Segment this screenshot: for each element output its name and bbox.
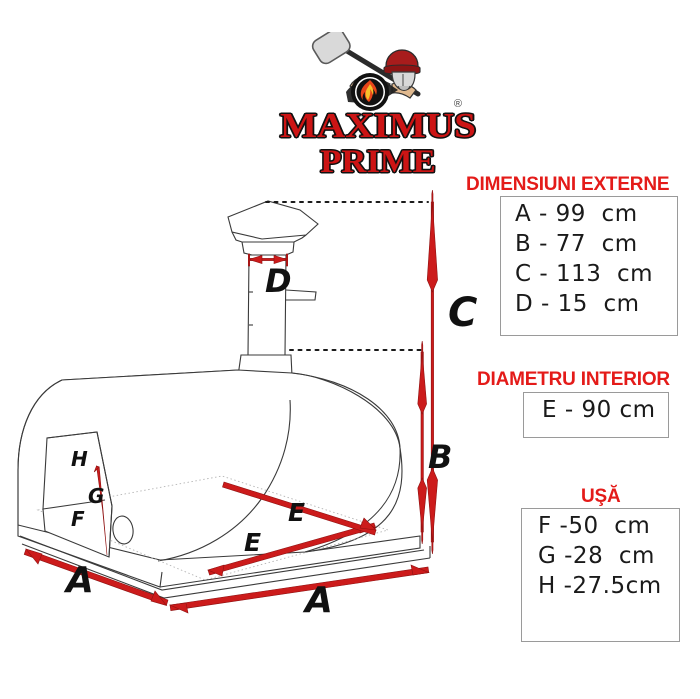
dimension-arrow-a-right	[168, 564, 430, 614]
logo-wordmark: MAXIMUS PRIME	[279, 107, 477, 188]
panel-heading-interior-diameter: DIAMETRU INTERIOR	[477, 369, 670, 390]
gladiator-pizza-peel-icon	[311, 32, 421, 111]
registered-trademark-icon: ®	[453, 98, 462, 110]
extension-lines	[265, 201, 429, 351]
dimension-arrow-a-left	[23, 548, 169, 606]
logo-word-maximus: MAXIMUS	[279, 106, 477, 145]
spec-line-h: H -27.5cm	[538, 572, 662, 599]
oven-door-opening	[42, 431, 134, 558]
spec-line-b: B - 77 cm	[515, 230, 638, 257]
oven-base-slab	[17, 475, 431, 599]
dimension-arrow-e-side	[222, 481, 377, 536]
spec-line-e: E - 90 cm	[542, 397, 656, 423]
oven-technical-drawing: .ln { fill:none; stroke:#3a3a3a; stroke-…	[0, 180, 480, 660]
chimney	[227, 200, 319, 377]
spec-line-a: A - 99 cm	[515, 201, 638, 227]
panel-heading-door: UŞĂ	[581, 486, 621, 507]
spec-line-f: F -50 cm	[538, 513, 651, 539]
spec-line-g: G -28 cm	[538, 542, 655, 569]
logo-word-prime: PRIME	[319, 144, 437, 180]
brand-logo: MAXIMUS PRIME ®	[279, 32, 477, 188]
spec-line-d: D - 15 cm	[515, 290, 640, 317]
oven-drawing-svg: .ln { fill:none; stroke:#3a3a3a; stroke-…	[17, 189, 438, 614]
panel-heading-external-dimensions: DIMENSIUNI EXTERNE	[466, 174, 670, 195]
dimension-arrow-b	[417, 340, 427, 545]
spec-box-external-dimensions: A - 99 cm B - 77 cm C - 113 cm D - 15 cm	[500, 196, 678, 336]
dimension-arrow-d	[248, 253, 288, 267]
spec-box-interior-diameter: E - 90 cm	[523, 392, 669, 438]
spec-box-door: F -50 cm G -28 cm H -27.5cm	[521, 508, 680, 642]
dimension-arrow-c	[426, 189, 438, 555]
spec-line-c: C - 113 cm	[515, 260, 654, 287]
